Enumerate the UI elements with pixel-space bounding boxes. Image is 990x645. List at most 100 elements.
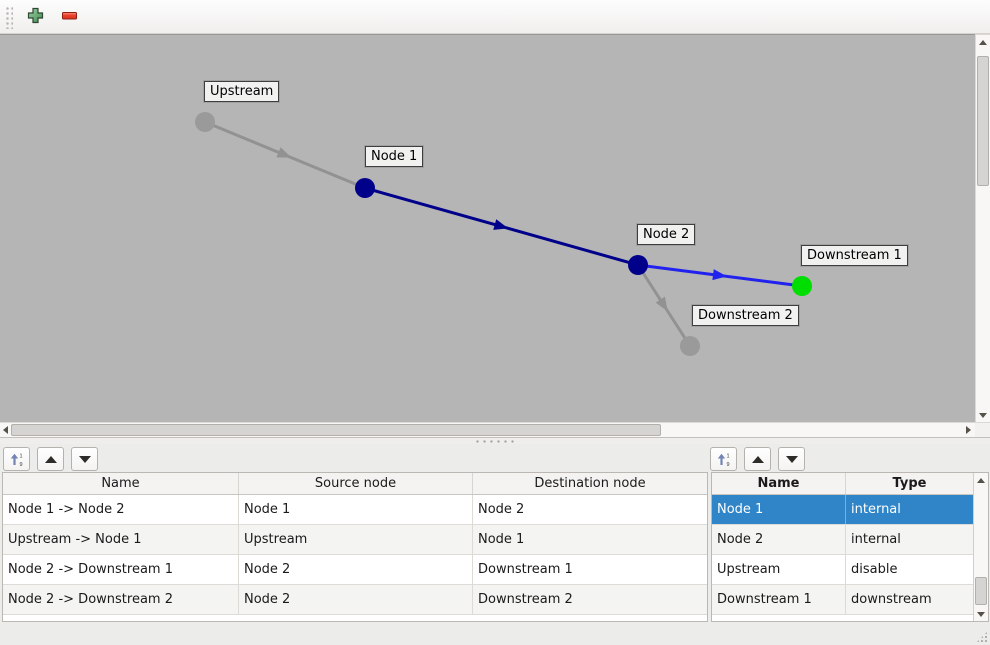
add-button[interactable]	[21, 4, 49, 30]
cell-name[interactable]: Node 2	[712, 525, 846, 554]
svg-text:9: 9	[20, 462, 23, 467]
canvas-vertical-scrollbar[interactable]	[975, 34, 990, 422]
node-row[interactable]: Upstream disable	[712, 555, 973, 585]
pane-splitter[interactable]	[0, 437, 990, 444]
up-arrow-icon	[44, 455, 57, 463]
cell-type[interactable]: internal	[851, 502, 901, 517]
cell-destination[interactable]: Node 2	[478, 502, 525, 517]
col-header-destination-node[interactable]: Destination node	[534, 476, 646, 491]
cell-destination[interactable]: Downstream 1	[478, 562, 573, 577]
scroll-right-icon[interactable]	[961, 423, 975, 437]
cell-name[interactable]: Upstream -> Node 1	[3, 525, 239, 554]
cell-destination[interactable]: Node 1	[478, 532, 525, 547]
edge-arrow-icon	[655, 296, 668, 312]
edge-row[interactable]: Node 2 -> Downstream 2 Node 2 Downstream…	[3, 585, 707, 615]
edge-row[interactable]: Node 2 -> Downstream 1 Node 2 Downstream…	[3, 555, 707, 585]
node-table-wrap: Name Type Node 1 internal Node 2 interna…	[711, 472, 989, 622]
scroll-left-icon[interactable]	[0, 423, 11, 437]
graph-node[interactable]	[680, 336, 700, 356]
cell-name[interactable]: Node 2 -> Downstream 2	[3, 585, 239, 614]
graph-node[interactable]	[628, 255, 648, 275]
col-header-name[interactable]: Name	[712, 473, 846, 494]
hscroll-track[interactable]	[11, 423, 961, 437]
scroll-up-icon[interactable]	[976, 35, 990, 49]
node-label-node1[interactable]: Node 1	[365, 146, 424, 167]
node-table-header: Name Type	[712, 473, 973, 495]
node-label-upstream[interactable]: Upstream	[204, 81, 280, 102]
graph-node[interactable]	[195, 112, 215, 132]
node-label-downstream1[interactable]: Downstream 1	[801, 245, 908, 266]
canvas-horizontal-scrollbar[interactable]	[0, 422, 975, 437]
scroll-down-icon[interactable]	[976, 408, 990, 422]
edge-table: Name Source node Destination node Node 1…	[2, 472, 708, 622]
col-header-source-node[interactable]: Source node	[239, 473, 473, 494]
node-row[interactable]: Node 2 internal	[712, 525, 973, 555]
cell-name[interactable]: Downstream 1	[712, 585, 846, 614]
cell-type[interactable]: internal	[851, 532, 901, 547]
splitter-handle-icon	[474, 439, 516, 443]
down-arrow-icon	[785, 455, 798, 463]
col-header-name[interactable]: Name	[3, 473, 239, 494]
svg-text:9: 9	[727, 462, 730, 467]
svg-text:1: 1	[727, 453, 730, 459]
graph-node[interactable]	[355, 178, 375, 198]
node-label-node2[interactable]: Node 2	[637, 224, 696, 245]
sort-ascending-icon: 1 9	[717, 453, 730, 467]
graph-node[interactable]	[792, 276, 812, 296]
cell-source[interactable]: Node 2	[239, 585, 473, 614]
node-table: Name Type Node 1 internal Node 2 interna…	[712, 473, 973, 621]
empty-row	[712, 615, 973, 621]
node-move-up-button[interactable]	[744, 447, 771, 471]
node-row[interactable]: Node 1 internal	[712, 495, 973, 525]
cell-type[interactable]: disable	[851, 562, 898, 577]
scroll-down-icon[interactable]	[974, 607, 988, 621]
cell-name[interactable]: Node 1 -> Node 2	[3, 495, 239, 524]
hscroll-thumb[interactable]	[11, 424, 661, 436]
node-table-scrollbar[interactable]	[973, 473, 988, 621]
plus-icon	[27, 7, 44, 27]
node-row[interactable]: Downstream 1 downstream	[712, 585, 973, 615]
scroll-up-icon[interactable]	[974, 473, 988, 487]
edge-row[interactable]: Node 1 -> Node 2 Node 1 Node 2	[3, 495, 707, 525]
remove-button[interactable]	[55, 4, 83, 30]
edge-arrow-icon	[276, 147, 292, 158]
node-sort-button[interactable]: 1 9	[710, 447, 737, 471]
cell-destination[interactable]: Downstream 2	[478, 592, 573, 607]
cell-source[interactable]: Upstream	[239, 525, 473, 554]
empty-row	[3, 615, 707, 621]
vscroll-thumb[interactable]	[977, 56, 989, 186]
edge-arrow-icon	[712, 269, 727, 281]
vscroll-track[interactable]	[976, 49, 990, 408]
bottom-panel: 1 9 1 9 Name Source node Destination nod…	[0, 444, 990, 645]
window-resize-grip-icon[interactable]	[976, 631, 988, 643]
cell-type[interactable]: downstream	[851, 592, 932, 607]
node-move-down-button[interactable]	[778, 447, 805, 471]
main-toolbar	[0, 0, 990, 34]
edge-move-down-button[interactable]	[71, 447, 98, 471]
nscroll-track[interactable]	[974, 487, 988, 607]
node-label-downstream2[interactable]: Downstream 2	[692, 305, 799, 326]
edge-row[interactable]: Upstream -> Node 1 Upstream Node 1	[3, 525, 707, 555]
sort-ascending-icon: 1 9	[10, 453, 23, 467]
edge-move-up-button[interactable]	[37, 447, 64, 471]
nscroll-thumb[interactable]	[975, 577, 987, 605]
down-arrow-icon	[78, 455, 91, 463]
cell-name[interactable]: Node 2 -> Downstream 1	[3, 555, 239, 584]
col-header-type[interactable]: Type	[892, 476, 927, 491]
minus-icon	[61, 7, 78, 27]
edge-table-toolbar: 1 9	[3, 447, 105, 471]
canvas-area: Upstream Node 1 Node 2 Downstream 1 Down…	[0, 34, 990, 437]
edge-sort-button[interactable]: 1 9	[3, 447, 30, 471]
cell-name[interactable]: Upstream	[712, 555, 846, 584]
cell-source[interactable]: Node 1	[239, 495, 473, 524]
up-arrow-icon	[751, 455, 764, 463]
toolbar-grip-icon[interactable]	[4, 4, 13, 29]
node-table-toolbar: 1 9	[710, 447, 812, 471]
cell-name[interactable]: Node 1	[712, 495, 846, 524]
cell-source[interactable]: Node 2	[239, 555, 473, 584]
edge-table-header: Name Source node Destination node	[3, 473, 707, 495]
graph-svg	[195, 112, 812, 356]
scrollbar-corner	[975, 422, 990, 437]
graph-canvas[interactable]: Upstream Node 1 Node 2 Downstream 1 Down…	[0, 34, 975, 422]
svg-text:1: 1	[20, 453, 23, 459]
